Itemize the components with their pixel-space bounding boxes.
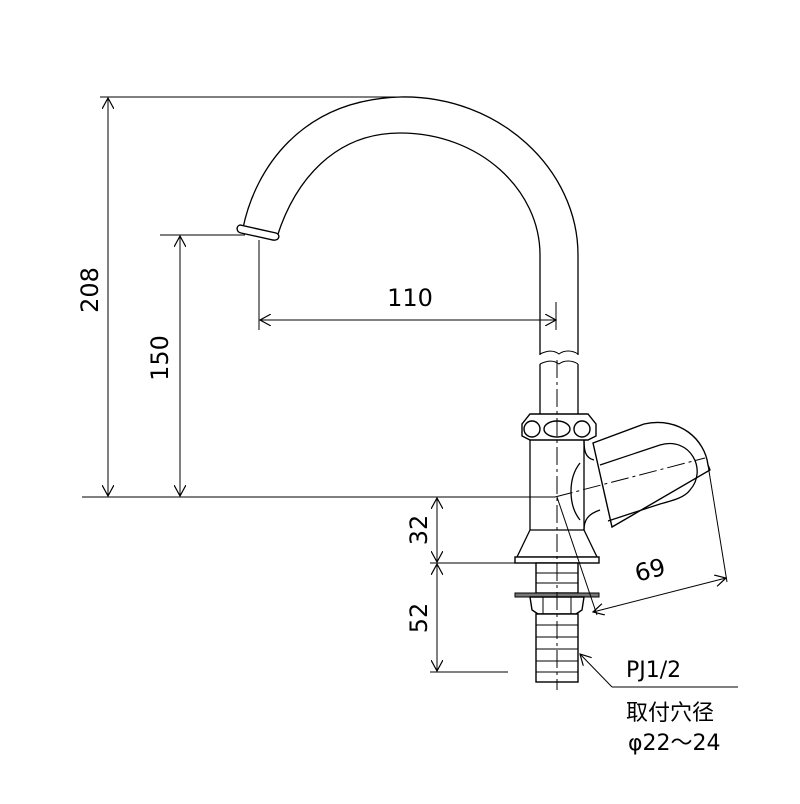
dimension-208: 208 [76,98,108,496]
dimension-52: 52 [405,564,437,671]
boss-curve [570,462,581,521]
dimension-32: 32 [405,498,437,562]
dim-label-150: 150 [146,335,174,381]
dim-label-69: 69 [632,553,668,588]
dim-69-extension-left [556,496,598,616]
faucet-body [514,364,601,564]
mount-hole-value: φ22～24 [628,731,721,756]
handle-inner-contour [599,442,698,522]
dimension-150: 150 [146,236,180,496]
handle-outer-body [592,421,711,529]
extension-lines [82,96,557,673]
handle-centerline [554,457,706,498]
dim-label-32: 32 [405,515,433,546]
thread-spec-label: PJ1/2 [626,658,681,683]
leader-line [580,654,613,688]
thread-leader: PJ1/2 取付穴径 φ22～24 [580,654,738,756]
dim-label-208: 208 [76,267,104,313]
mount-hole-label: 取付穴径 [626,701,714,726]
dimension-110: 110 [260,284,556,320]
dim-line-69 [593,578,726,612]
dimension-69: 69 [556,464,728,616]
break-line-upper [539,350,579,355]
boss-top-fillet [583,439,595,461]
spout [236,96,579,365]
break-line-lower [539,360,579,365]
spout-tip-ring [236,224,280,241]
nut-oval-right [573,420,591,438]
nut-oval-left [523,420,541,438]
dim-label-52: 52 [405,603,433,634]
spout-outer-edge [242,96,579,355]
boss-bottom-fillet [583,509,601,531]
spout-inner-edge [276,132,541,355]
dim-label-110: 110 [387,284,433,312]
dim-69-extension-right [707,464,728,583]
